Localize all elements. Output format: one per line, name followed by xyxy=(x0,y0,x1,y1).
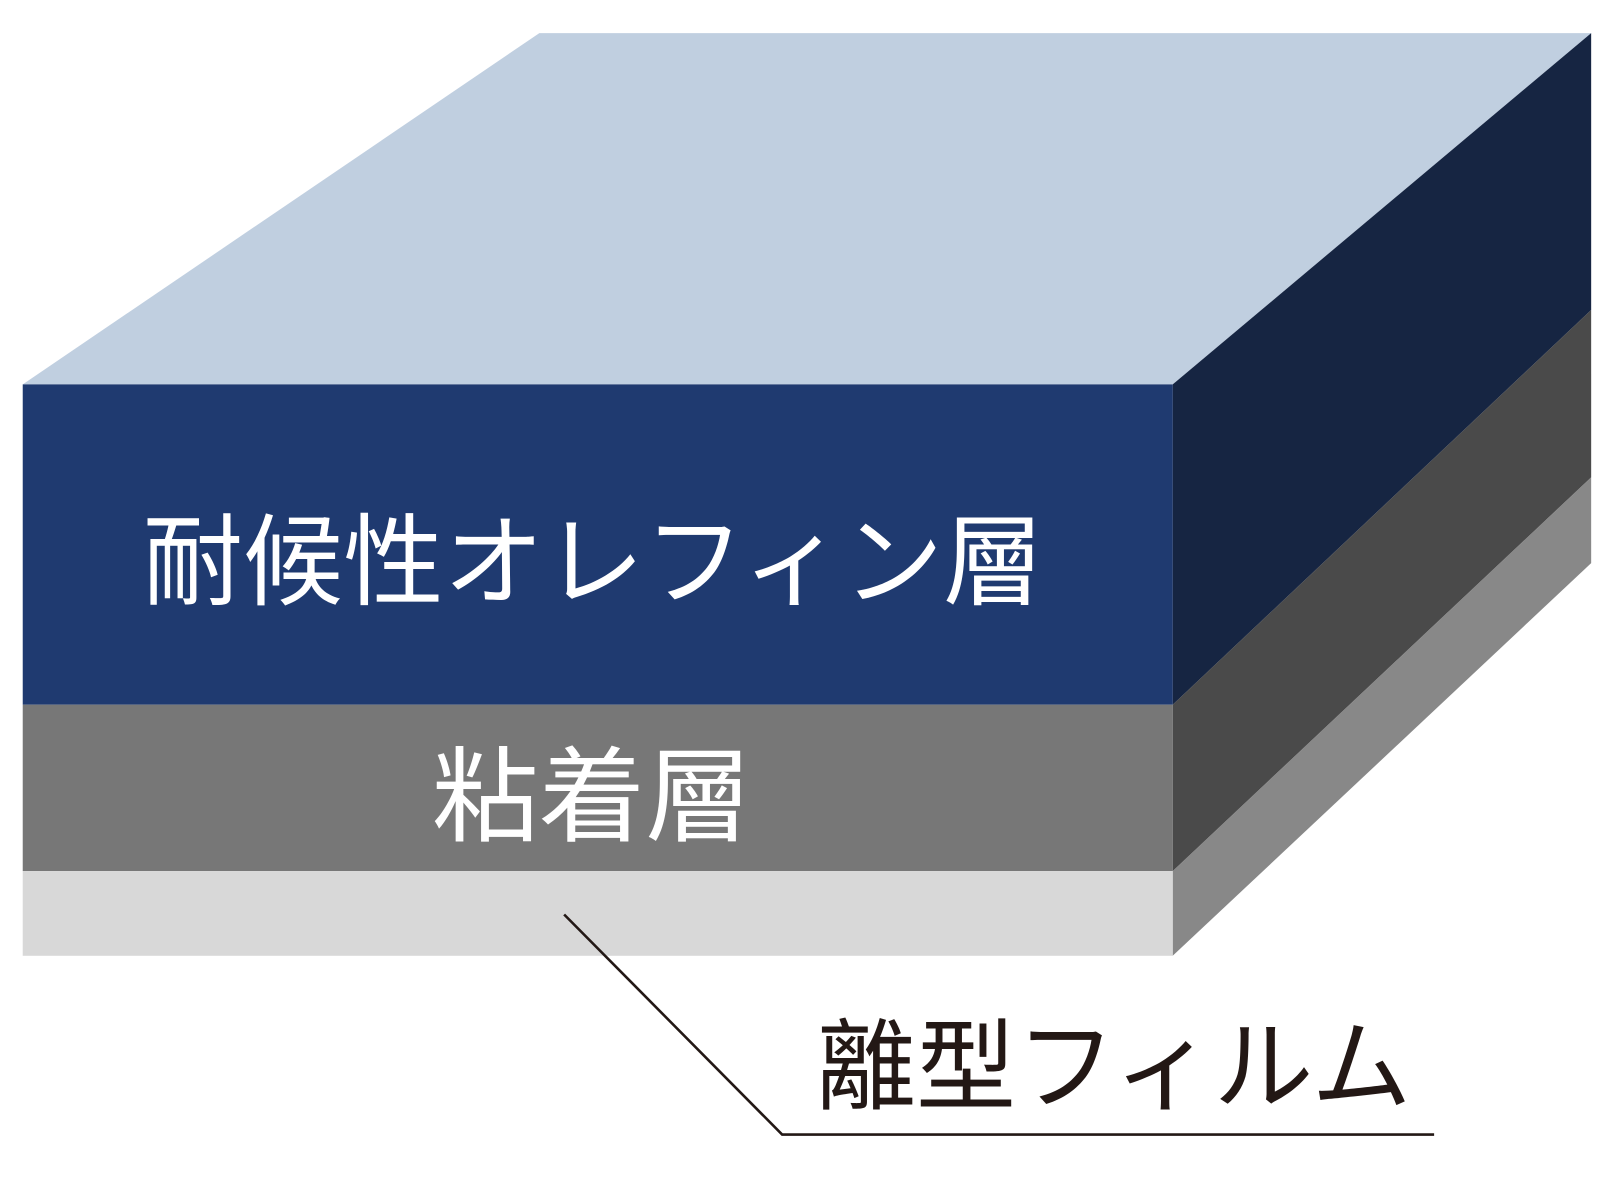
release-film-side xyxy=(1172,477,1592,956)
adhesive-layer-label: 粘着層 xyxy=(432,738,752,858)
weather-resistant-layer-front xyxy=(22,384,1173,705)
release-film-leader-line xyxy=(563,913,1435,1136)
top-face xyxy=(22,33,1592,385)
weather-resistant-layer-label: 耐候性オレフィン層 xyxy=(143,504,1044,621)
release-film-label: 離型フィルム xyxy=(816,1010,1411,1125)
adhesive-layer-side xyxy=(1172,309,1592,872)
weather-resistant-layer-side xyxy=(1172,33,1592,705)
release-film-front xyxy=(22,871,1173,956)
adhesive-layer-front xyxy=(22,704,1173,872)
